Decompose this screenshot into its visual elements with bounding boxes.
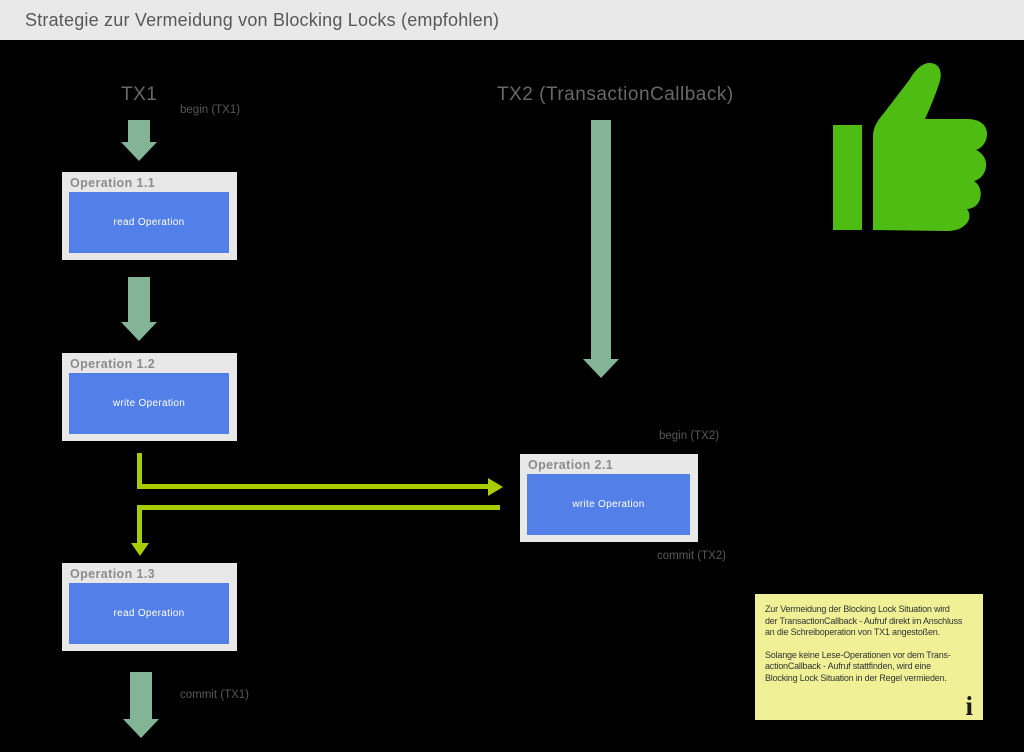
begin-tx2-label: begin (TX2) <box>659 430 720 442</box>
operation-box-1-1: Operation 1.1 read Operation <box>62 172 237 260</box>
operation-action: read Operation <box>69 192 229 253</box>
page-title: Strategie zur Vermeidung von Blocking Lo… <box>25 10 500 30</box>
arrow-shaft <box>130 672 152 719</box>
operation-box-2-1: Operation 2.1 write Operation <box>520 454 698 542</box>
title-bar: Strategie zur Vermeidung von Blocking Lo… <box>0 0 1024 40</box>
operation-action: read Operation <box>69 583 229 644</box>
column-header-tx2: TX2 (TransactionCallback) <box>497 84 734 105</box>
arrow-head <box>121 142 157 161</box>
note-line: actionCallback - Aufruf stattfinden, wir… <box>765 661 931 671</box>
thumbs-up-icon <box>833 62 987 232</box>
connector-arrow-head <box>131 543 149 556</box>
operation-title: Operation 2.1 <box>528 458 614 472</box>
note-box: Zur Vermeidung der Blocking Lock Situati… <box>755 594 983 720</box>
operation-box-1-3: Operation 1.3 read Operation <box>62 563 237 651</box>
commit-tx2-label: commit (TX2) <box>657 550 726 562</box>
operation-action: write Operation <box>69 373 229 434</box>
arrow-shaft <box>128 120 150 142</box>
operation-title: Operation 1.1 <box>70 176 156 190</box>
arrow-head <box>121 322 157 341</box>
operation-action: write Operation <box>527 474 690 535</box>
connector-segment <box>137 453 142 489</box>
begin-tx1-label: begin (TX1) <box>180 104 241 116</box>
connector-arrow-head <box>488 478 503 496</box>
note-paragraph-gap <box>765 639 973 650</box>
commit-tx1-label: commit (TX1) <box>180 689 249 701</box>
connector-segment <box>140 505 500 510</box>
note-line: an die Schreiboperation von TX1 angestoß… <box>765 627 940 637</box>
arrow-head <box>123 719 159 738</box>
info-icon: i <box>965 691 973 720</box>
connector-segment <box>137 484 488 489</box>
connector-segment <box>137 505 142 543</box>
note-line: Solange keine Lese-Operationen vor dem T… <box>765 649 951 660</box>
arrow-shaft <box>128 277 150 322</box>
note-line: der TransactionCallback - Aufruf direkt … <box>765 615 963 626</box>
operation-title: Operation 1.2 <box>70 357 156 371</box>
column-header-tx1: TX1 <box>121 84 158 105</box>
note-line: Blocking Lock Situation in der Regel ver… <box>765 672 947 683</box>
arrow-head <box>583 359 619 378</box>
operation-box-1-2: Operation 1.2 write Operation <box>62 353 237 441</box>
note-line: Zur Vermeidung der Blocking Lock Situati… <box>765 604 950 614</box>
operation-title: Operation 1.3 <box>70 567 156 581</box>
arrow-shaft <box>591 120 611 359</box>
